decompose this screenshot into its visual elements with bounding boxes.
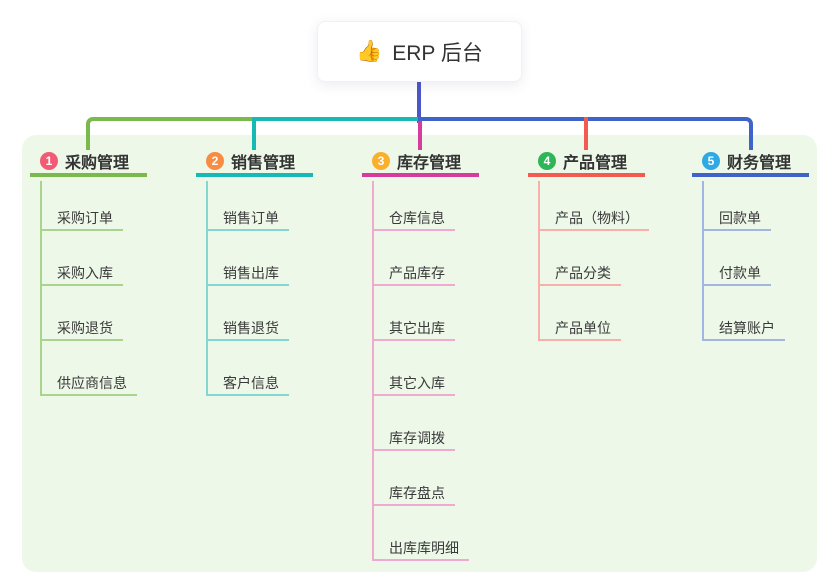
node-customer-info[interactable]: 客户信息 [206, 372, 289, 396]
branch-finance-title: 财务管理 [727, 155, 792, 172]
root-node[interactable]: 👍 ERP 后台 [317, 21, 522, 82]
node-stock-detail[interactable]: 出库库明细 [372, 537, 469, 561]
node-sales-outbound[interactable]: 销售出库 [206, 262, 289, 286]
node-other-inbound[interactable]: 其它入库 [372, 372, 455, 396]
node-purchase-return[interactable]: 采购退货 [40, 317, 123, 341]
connector-branch2-drop [252, 117, 256, 150]
node-stock-count[interactable]: 库存盘点 [372, 482, 455, 506]
branch-purchase-trunk-line [40, 181, 42, 396]
node-purchase-order[interactable]: 采购订单 [40, 207, 123, 231]
node-warehouse-info[interactable]: 仓库信息 [372, 207, 455, 231]
node-stock-transfer[interactable]: 库存调拨 [372, 427, 455, 451]
branch-finance-title-row[interactable]: 5 财务管理 [692, 149, 809, 177]
background-panel [22, 135, 817, 572]
node-other-outbound[interactable]: 其它出库 [372, 317, 455, 341]
node-settlement-account[interactable]: 结算账户 [702, 317, 785, 341]
node-product-stock[interactable]: 产品库存 [372, 262, 455, 286]
connector-branch3-drop [418, 121, 422, 150]
connector-root-vertical [417, 82, 421, 123]
branch-product-badge: 4 [538, 152, 556, 170]
connector-branch1-segment [86, 117, 253, 150]
node-product-material[interactable]: 产品（物料） [538, 207, 649, 231]
branch-inventory-title: 库存管理 [397, 155, 462, 172]
node-receipt-order[interactable]: 回款单 [702, 207, 771, 231]
branch-inventory-title-row[interactable]: 3 库存管理 [362, 149, 479, 177]
branch-purchase-badge: 1 [40, 152, 58, 170]
node-sales-return[interactable]: 销售退货 [206, 317, 289, 341]
branch-sales-badge: 2 [206, 152, 224, 170]
node-product-category[interactable]: 产品分类 [538, 262, 621, 286]
branch-product-title-row[interactable]: 4 产品管理 [528, 149, 645, 177]
branch-purchase-title-row[interactable]: 1 采购管理 [30, 149, 147, 177]
branch-finance-trunk-line [702, 181, 704, 341]
branch-sales-title-row[interactable]: 2 销售管理 [196, 149, 313, 177]
node-purchase-inbound[interactable]: 采购入库 [40, 262, 123, 286]
node-payment-order[interactable]: 付款单 [702, 262, 771, 286]
branch-purchase-title: 采购管理 [65, 155, 130, 172]
root-title: ERP 后台 [392, 41, 483, 65]
branch-sales-trunk-line [206, 181, 208, 396]
branch-finance-badge: 5 [702, 152, 720, 170]
branch-sales-title: 销售管理 [231, 155, 296, 172]
thumbs-up-icon: 👍 [356, 39, 383, 63]
connector-branch4-drop [584, 117, 588, 150]
branch-product-title: 产品管理 [563, 155, 628, 172]
node-product-unit[interactable]: 产品单位 [538, 317, 621, 341]
node-sales-order[interactable]: 销售订单 [206, 207, 289, 231]
connector-branch2-segment [253, 117, 418, 121]
branch-inventory-trunk-line [372, 181, 374, 561]
branch-product-trunk-line [538, 181, 540, 341]
branch-inventory-badge: 3 [372, 152, 390, 170]
node-supplier-info[interactable]: 供应商信息 [40, 372, 137, 396]
